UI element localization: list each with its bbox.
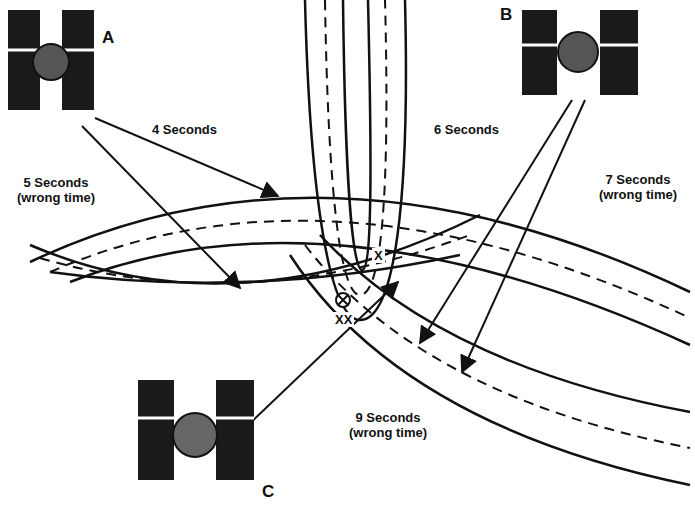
position-mark-label: XX (333, 312, 354, 327)
time-label: 4 Seconds (150, 122, 219, 137)
satellite-a (8, 10, 94, 110)
time-label: 5 Seconds (wrong time) (8, 175, 104, 205)
satellite-b (522, 10, 638, 95)
time-label: 6 Seconds (432, 122, 501, 137)
time-label: 7 Seconds (wrong time) (590, 172, 686, 202)
satellite-letter: B (498, 5, 514, 24)
time-label: 9 Seconds (wrong time) (340, 410, 436, 440)
satellite-letter: C (260, 482, 276, 501)
position-mark-label: X (372, 248, 385, 263)
position-mark (336, 293, 350, 307)
satellite-letter: A (100, 28, 116, 47)
satellite-c (138, 380, 254, 480)
range-bands (30, 0, 690, 485)
